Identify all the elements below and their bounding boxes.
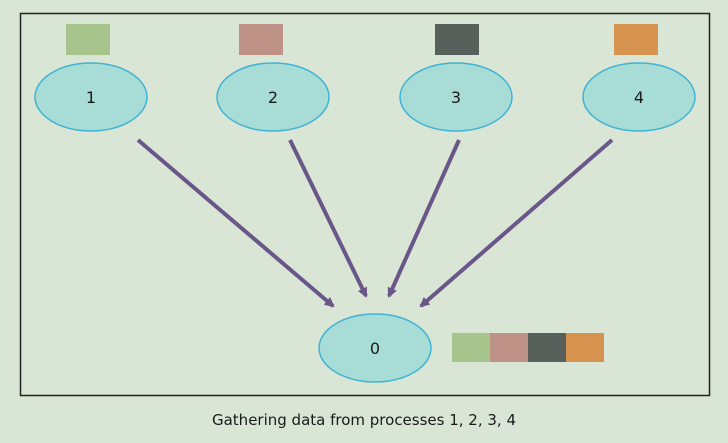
gathered-block-3 — [528, 333, 566, 362]
arrow-2-to-0 — [288, 139, 368, 298]
gathered-block-4 — [566, 333, 604, 362]
process-node-label-4: 4 — [634, 88, 644, 107]
process-node-1 — [34, 62, 148, 132]
process-node-label-3: 3 — [451, 88, 461, 107]
arrow-4-to-0 — [419, 138, 614, 308]
diagram-caption: Gathering data from processes 1, 2, 3, 4 — [211, 411, 517, 429]
diagram-frame — [19, 12, 711, 397]
process-node-3 — [399, 62, 513, 132]
process-node-label-1: 1 — [86, 88, 96, 107]
arrow-3-to-0 — [387, 139, 461, 298]
process-node-label-0: 0 — [370, 339, 380, 358]
arrow-1-to-0 — [136, 138, 335, 308]
process-node-label-2: 2 — [268, 88, 278, 107]
source-block-4 — [614, 24, 658, 55]
process-node-0 — [318, 313, 432, 383]
source-block-1 — [66, 24, 110, 55]
gathered-block-1 — [452, 333, 490, 362]
process-node-2 — [216, 62, 330, 132]
source-block-2 — [239, 24, 283, 55]
source-block-3 — [435, 24, 479, 55]
process-node-4 — [582, 62, 696, 132]
gathered-block-2 — [490, 333, 528, 362]
